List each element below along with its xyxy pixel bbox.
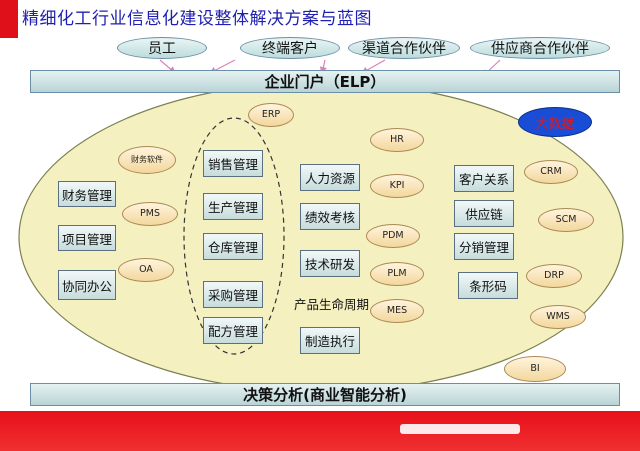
tag-plm: PLM xyxy=(370,262,424,286)
tag-scm: SCM xyxy=(538,208,594,232)
module-rnd: 技术研发 xyxy=(300,250,360,277)
erp-dashed-ellipse xyxy=(183,117,285,355)
tag-drp: DRP xyxy=(526,264,582,288)
module-warehouse: 仓库管理 xyxy=(203,233,263,260)
tag-crm: CRM xyxy=(524,160,578,184)
module-crm: 客户关系 xyxy=(454,165,514,192)
role-channel-partner: 渠道合作伙伴 xyxy=(348,37,460,59)
tag-hr: HR xyxy=(370,128,424,152)
module-hr: 人力资源 xyxy=(300,164,360,191)
tag-pms: PMS xyxy=(122,202,178,226)
tag-erp: ERP xyxy=(248,103,294,127)
tag-finance-software: 财务软件 xyxy=(118,146,176,174)
module-distribution: 分销管理 xyxy=(454,233,514,260)
big-data-badge: 大数据 xyxy=(518,107,592,137)
module-purchasing: 采购管理 xyxy=(203,281,263,308)
role-end-customer: 终端客户 xyxy=(240,37,340,59)
bottom-banner xyxy=(0,411,640,451)
module-production: 生产管理 xyxy=(203,193,263,220)
module-supply-chain: 供应链 xyxy=(454,200,514,227)
tag-wms: WMS xyxy=(530,305,586,329)
role-supplier-partner: 供应商合作伙伴 xyxy=(470,37,610,59)
portal-bar: 企业门户（ELP） xyxy=(30,70,620,93)
module-finance: 财务管理 xyxy=(58,181,116,207)
corner-accent xyxy=(0,0,18,38)
module-formula: 配方管理 xyxy=(203,317,263,344)
tag-bi: BI xyxy=(504,356,566,382)
tag-kpi: KPI xyxy=(370,174,424,198)
module-sales: 销售管理 xyxy=(203,150,263,177)
module-collaboration: 协同办公 xyxy=(58,270,116,300)
page-title: 精细化工行业信息化建设整体解决方案与蓝图 xyxy=(22,9,372,29)
tag-pdm: PDM xyxy=(366,224,420,248)
tag-oa: OA xyxy=(118,258,174,282)
tag-mes: MES xyxy=(370,299,424,323)
module-barcode: 条形码 xyxy=(458,272,518,299)
decision-bar: 决策分析(商业智能分析) xyxy=(30,383,620,406)
module-mes: 制造执行 xyxy=(300,327,360,354)
module-project: 项目管理 xyxy=(58,225,116,251)
module-plm-label: 产品生命周期 xyxy=(294,297,370,312)
bottom-highlight xyxy=(400,424,520,434)
role-employee: 员工 xyxy=(117,37,207,59)
module-performance: 绩效考核 xyxy=(300,203,360,230)
